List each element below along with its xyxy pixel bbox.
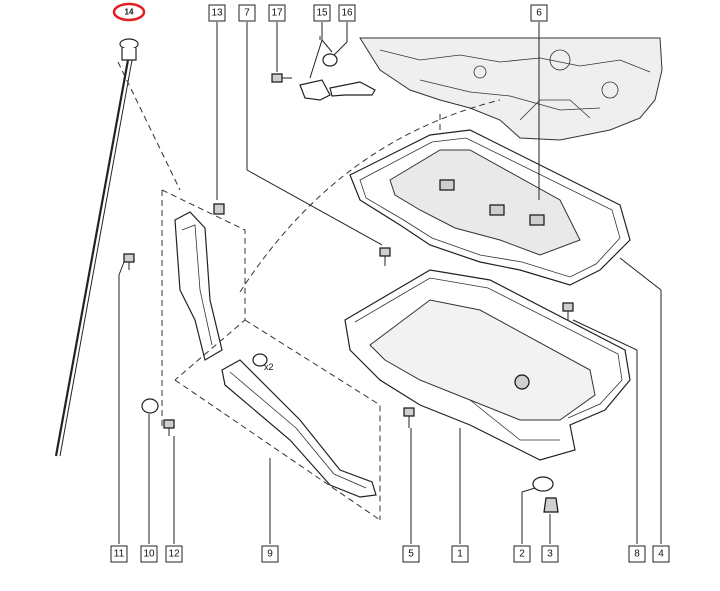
svg-text:7: 7 (244, 8, 250, 19)
bolt-13 (213, 203, 225, 215)
highlighted-callout: 14 (112, 2, 146, 22)
callout-2: 2 (513, 545, 531, 563)
svg-text:5: 5 (408, 549, 414, 560)
bolt-8 (562, 302, 574, 320)
sensor-assembly (299, 79, 376, 101)
callout-16: 16 (338, 4, 356, 22)
quantity-x2-label: x2 (264, 362, 274, 372)
callout-15: 15 (313, 4, 331, 22)
callout-8: 8 (628, 545, 646, 563)
baffle-plate (349, 129, 631, 286)
callout-7: 7 (238, 4, 256, 22)
callout-11: 11 (110, 545, 128, 563)
callout-12: 12 (165, 545, 183, 563)
engine-block (359, 37, 663, 141)
svg-text:6: 6 (536, 8, 542, 19)
svg-text:12: 12 (168, 549, 180, 560)
callout-6: 6 (530, 4, 548, 22)
bolt-12 (163, 419, 175, 436)
callout-5: 5 (402, 545, 420, 563)
svg-text:11: 11 (114, 549, 125, 560)
svg-text:8: 8 (634, 549, 640, 560)
svg-text:4: 4 (658, 549, 664, 560)
callout-9: 9 (261, 545, 279, 563)
svg-text:10: 10 (143, 549, 155, 560)
dipstick (54, 38, 139, 457)
bolt-5 (403, 407, 415, 428)
oil-pan (344, 269, 631, 461)
o-ring-10 (141, 398, 159, 414)
drain-washer-2 (532, 476, 554, 492)
callout-17: 17 (268, 4, 286, 22)
dipstick-tube (174, 211, 377, 498)
svg-text:17: 17 (271, 8, 283, 19)
o-ring-x2 (252, 353, 268, 367)
callout-14-text: 14 (125, 8, 134, 17)
drain-plug-3 (543, 497, 559, 513)
bolts (123, 73, 574, 436)
svg-text:1: 1 (457, 549, 463, 560)
bolt-17 (271, 73, 292, 83)
svg-text:3: 3 (547, 549, 553, 560)
leader-lines (118, 22, 662, 544)
callout-10: 10 (140, 545, 158, 563)
callout-3: 3 (541, 545, 559, 563)
svg-text:2: 2 (519, 549, 525, 560)
svg-text:13: 13 (211, 8, 223, 19)
svg-text:16: 16 (341, 8, 353, 19)
seal-16 (322, 53, 338, 67)
bolt-7 (379, 247, 391, 266)
o-rings (141, 53, 559, 513)
callout-4: 4 (652, 545, 670, 563)
svg-text:9: 9 (267, 549, 273, 560)
callout-13: 13 (208, 4, 226, 22)
svg-text:15: 15 (316, 8, 328, 19)
callout-1: 1 (451, 545, 469, 563)
dashed-guides (117, 36, 501, 521)
bolt-11 (123, 253, 135, 270)
